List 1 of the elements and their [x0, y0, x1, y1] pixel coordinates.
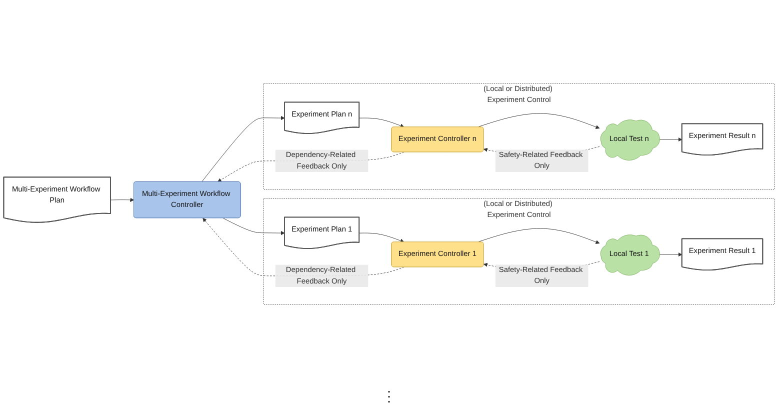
ellipsis-mark: ⋮ [382, 388, 396, 404]
